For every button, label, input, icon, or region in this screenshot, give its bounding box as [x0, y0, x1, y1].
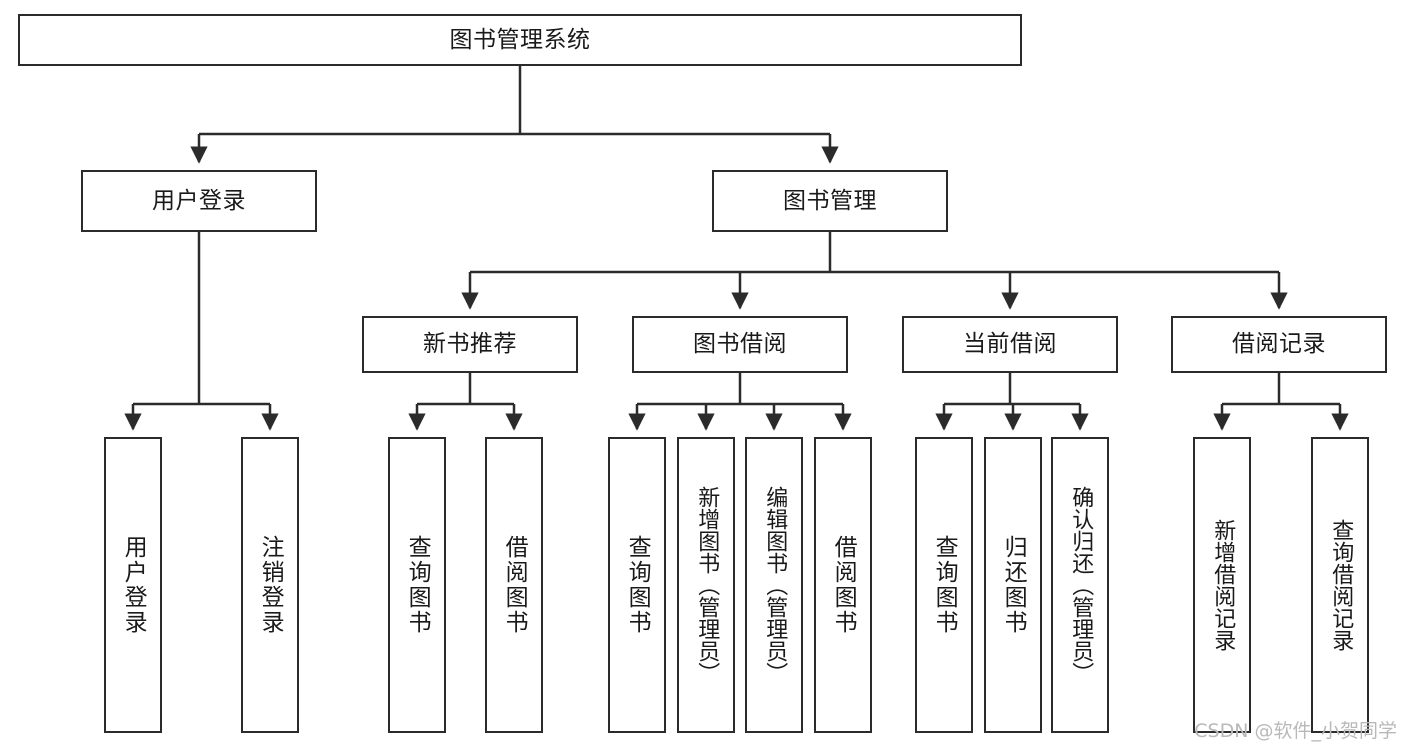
- node-label: 借阅图书: [830, 535, 857, 635]
- node-label: 查询图书: [404, 535, 431, 635]
- leaf-user-login-logout[interactable]: 注销登录: [241, 437, 299, 733]
- leaf-current-confirm-return-admin[interactable]: 确认归还（管理员）: [1051, 437, 1109, 733]
- node-borrow-record[interactable]: 借阅记录: [1171, 316, 1387, 373]
- node-label: 用户登录: [120, 535, 147, 635]
- node-label: 查询图书: [931, 535, 958, 635]
- leaf-user-login-login[interactable]: 用户登录: [104, 437, 162, 733]
- node-label: 查询图书: [624, 535, 651, 635]
- leaf-borrow-edit-book-admin[interactable]: 编辑图书（管理员）: [745, 437, 803, 733]
- node-label: 归还图书: [1000, 535, 1027, 635]
- node-root-system[interactable]: 图书管理系统: [18, 14, 1022, 66]
- node-label: 借阅图书: [501, 535, 528, 635]
- node-label: 图书管理系统: [449, 26, 591, 53]
- node-label: 新增借阅记录: [1210, 519, 1236, 651]
- node-user-login[interactable]: 用户登录: [81, 170, 317, 232]
- node-label: 新增图书（管理员）: [694, 486, 720, 684]
- node-label: 用户登录: [152, 187, 246, 214]
- leaf-recommend-query-book[interactable]: 查询图书: [388, 437, 446, 733]
- node-label: 编辑图书（管理员）: [762, 486, 788, 684]
- leaf-borrow-borrow-book[interactable]: 借阅图书: [814, 437, 872, 733]
- leaf-current-return-book[interactable]: 归还图书: [984, 437, 1042, 733]
- node-label: 当前借阅: [963, 331, 1057, 358]
- node-label: 图书管理: [783, 187, 877, 214]
- node-book-borrow[interactable]: 图书借阅: [632, 316, 848, 373]
- node-new-book-recommend[interactable]: 新书推荐: [362, 316, 578, 373]
- leaf-recommend-borrow-book[interactable]: 借阅图书: [485, 437, 543, 733]
- csdn-watermark: CSDN @软件_小贺同学: [1194, 720, 1397, 742]
- node-current-borrow[interactable]: 当前借阅: [902, 316, 1118, 373]
- leaf-record-query-record[interactable]: 查询借阅记录: [1311, 437, 1369, 733]
- node-label: 查询借阅记录: [1328, 519, 1354, 651]
- node-label: 确认归还（管理员）: [1068, 486, 1094, 684]
- node-book-management[interactable]: 图书管理: [712, 170, 948, 232]
- node-label: 注销登录: [257, 535, 284, 635]
- node-label: 借阅记录: [1232, 331, 1326, 358]
- leaf-borrow-add-book-admin[interactable]: 新增图书（管理员）: [677, 437, 735, 733]
- node-label: 图书借阅: [693, 331, 787, 358]
- leaf-record-add-record[interactable]: 新增借阅记录: [1193, 437, 1251, 733]
- node-label: 新书推荐: [423, 331, 517, 358]
- leaf-borrow-query-book[interactable]: 查询图书: [608, 437, 666, 733]
- leaf-current-query-book[interactable]: 查询图书: [915, 437, 973, 733]
